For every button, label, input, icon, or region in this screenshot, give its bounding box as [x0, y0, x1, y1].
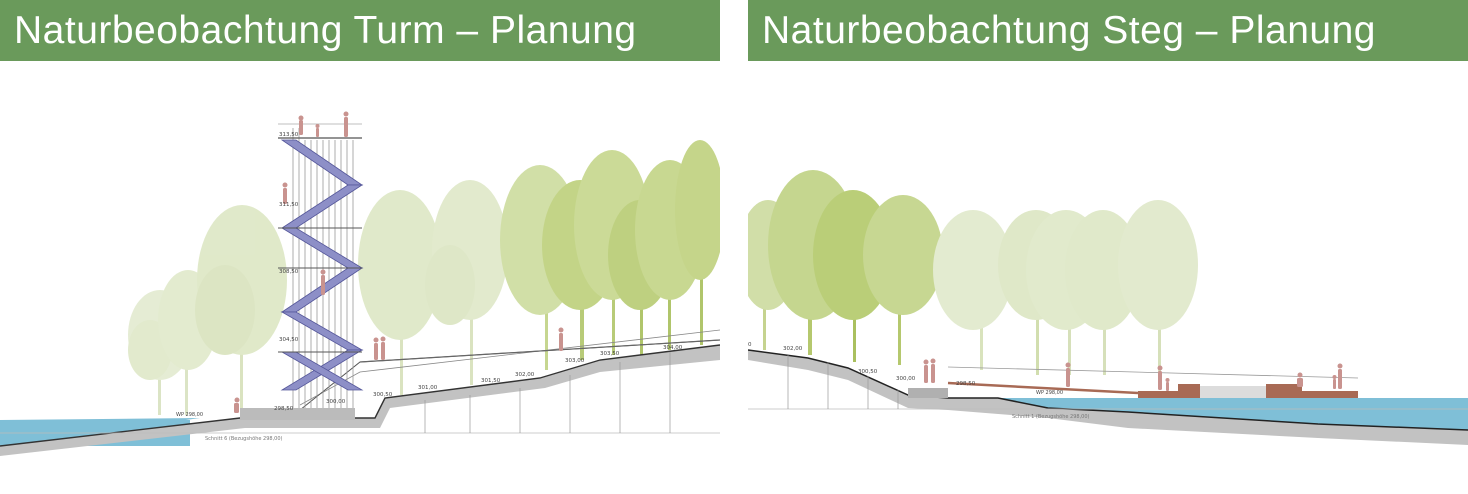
tree [933, 210, 1013, 370]
tower-title-bar: Naturbeobachtung Turm – Planung [0, 0, 720, 61]
path-elevation-labels: 0 302,00 300,50 300,00 298,50 [748, 342, 976, 387]
tree [1118, 200, 1198, 375]
elevation-label: 302,00 [515, 372, 535, 378]
bench [1178, 384, 1200, 393]
ground-section [0, 345, 720, 456]
section-caption: Schnitt 6 (Bezugshöhe 298,00) [205, 436, 283, 442]
background-trees [128, 140, 720, 415]
boardwalk-title-bar: Naturbeobachtung Steg – Planung [748, 0, 1468, 61]
elevation-label: 301,00 [418, 385, 438, 391]
elevation-label: 300,50 [858, 369, 878, 375]
ground-section [748, 350, 1468, 445]
elevation-label: 0 [748, 342, 752, 348]
tree [425, 180, 508, 385]
tower-panel-title: Naturbeobachtung Turm – Planung [14, 9, 637, 52]
water-level-label: WP 298,00 [1036, 390, 1063, 396]
elevation-label: 303,00 [565, 358, 585, 364]
tree [675, 140, 720, 345]
tree [358, 190, 442, 395]
section-caption: Schnitt 1 (Bezugshöhe 298,00) [1012, 414, 1090, 420]
pier-opening [1200, 386, 1266, 398]
level-label: 311,50 [279, 202, 299, 208]
elevation-label: 300,00 [326, 399, 346, 405]
foundation-posts [424, 352, 671, 433]
tower-section-drawing: 313,50 311,50 308,50 304,50 298,50 300,0… [0, 111, 720, 456]
elevation-label: 303,50 [600, 351, 620, 357]
people-figures [923, 358, 1343, 391]
elevation-label: 304,00 [663, 345, 683, 351]
level-label: 313,50 [279, 132, 299, 138]
people-figures [234, 111, 564, 413]
tree [195, 205, 287, 415]
foundation-posts [787, 355, 899, 409]
elevation-label: 302,00 [783, 346, 803, 352]
tower-level-labels: 313,50 311,50 308,50 304,50 298,50 [274, 132, 299, 412]
path-landing [908, 388, 948, 398]
boardwalk-section-drawing: 0 302,00 300,50 300,00 298,50 WP 298,00 … [748, 170, 1468, 445]
boardwalk-panel-title: Naturbeobachtung Steg – Planung [762, 9, 1376, 52]
background-trees [748, 170, 1198, 375]
boardwalk-ramp [299, 329, 720, 411]
elevation-label: 300,00 [896, 376, 916, 382]
elevation-label: 301,50 [481, 378, 501, 384]
level-label: 304,50 [279, 337, 299, 343]
bench [1266, 384, 1302, 393]
level-label: 308,50 [279, 269, 299, 275]
lake-water [998, 398, 1468, 430]
boardwalk-deck [947, 366, 1359, 398]
water-level-label: WP 298,00 [176, 412, 203, 418]
tower-section-panel: Naturbeobachtung Turm – Planung [0, 0, 720, 494]
level-label: 298,50 [274, 406, 294, 412]
boardwalk-section-panel: Naturbeobachtung Steg – Planung [748, 0, 1468, 494]
path-elevation-labels: 300,00 300,50 301,00 301,50 302,00 303,0… [326, 345, 683, 405]
tree [863, 195, 943, 365]
elevation-label: 298,50 [956, 381, 976, 387]
elevation-label: 300,50 [373, 392, 393, 398]
